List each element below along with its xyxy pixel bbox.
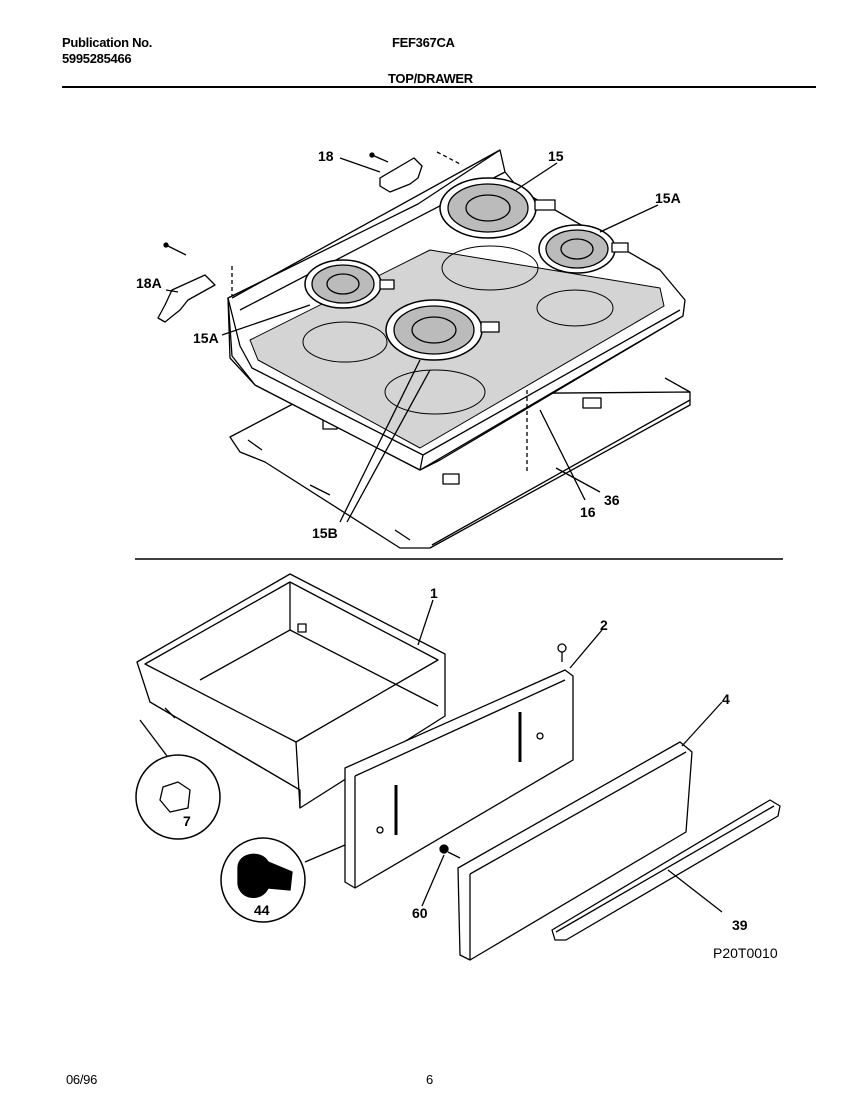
callout-1: 1 bbox=[430, 585, 438, 601]
surface-element-15a-right bbox=[538, 224, 629, 274]
callout-36: 36 bbox=[604, 492, 620, 508]
callout-15b: 15B bbox=[312, 525, 338, 541]
footer-page-number: 6 bbox=[426, 1072, 433, 1087]
detail-circle-7 bbox=[135, 754, 221, 840]
callout-18: 18 bbox=[318, 148, 334, 164]
model-number: FEF367CA bbox=[392, 35, 455, 50]
callout-60: 60 bbox=[412, 905, 428, 921]
callout-15a-right: 15A bbox=[655, 190, 681, 206]
publication-number: 5995285466 bbox=[62, 51, 132, 66]
header-rule bbox=[62, 86, 816, 88]
bracket-18a bbox=[157, 242, 216, 323]
drawer-body bbox=[136, 573, 446, 809]
callout-4: 4 bbox=[722, 691, 730, 707]
callout-44: 44 bbox=[254, 902, 270, 918]
surface-element-15b bbox=[385, 299, 500, 361]
drawer-handle-39 bbox=[551, 799, 781, 941]
callout-39: 39 bbox=[732, 917, 748, 933]
publication-label: Publication No. bbox=[62, 35, 153, 50]
callout-15a-left: 15A bbox=[193, 330, 219, 346]
surface-element-15a-left bbox=[304, 259, 395, 309]
screw-60 bbox=[439, 844, 461, 859]
drawer-panel-4 bbox=[457, 741, 693, 961]
footer-date: 06/96 bbox=[66, 1072, 98, 1087]
callout-2: 2 bbox=[600, 617, 608, 633]
callout-18a: 18A bbox=[136, 275, 162, 291]
section-title: TOP/DRAWER bbox=[388, 71, 473, 86]
callout-7: 7 bbox=[183, 813, 191, 829]
callout-16: 16 bbox=[580, 504, 596, 520]
detail-circle-44 bbox=[220, 837, 306, 923]
drawer-front-panel-2 bbox=[344, 643, 574, 889]
surface-element-15 bbox=[439, 177, 556, 239]
diagram-code: P20T0010 bbox=[713, 945, 778, 961]
callout-15: 15 bbox=[548, 148, 564, 164]
bracket-18 bbox=[369, 152, 423, 193]
